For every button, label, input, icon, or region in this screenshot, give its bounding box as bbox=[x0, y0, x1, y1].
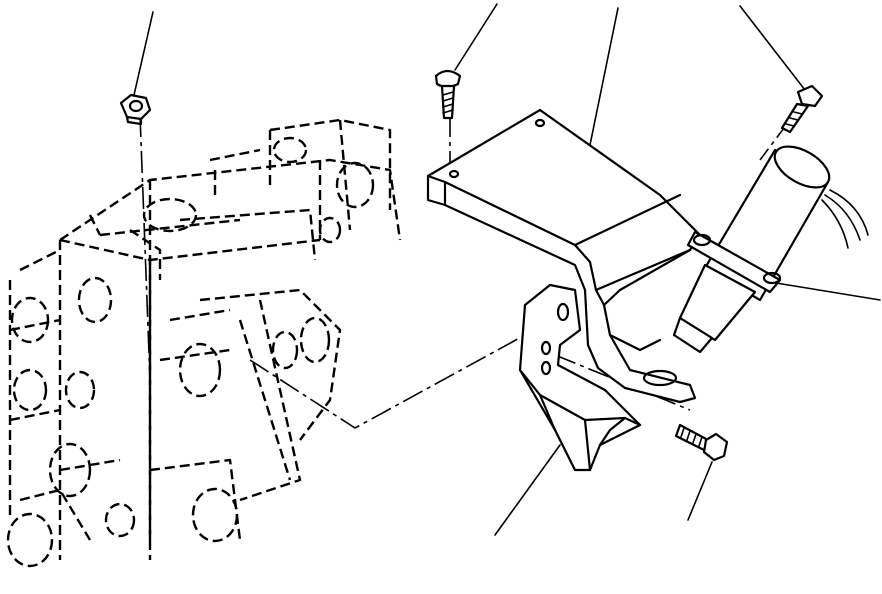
solenoid bbox=[672, 145, 869, 354]
leader-solenoid-screw bbox=[739, 5, 806, 91]
bracket-alignment-line bbox=[249, 334, 526, 429]
upper-bolt bbox=[434, 69, 462, 120]
leader-lower-bracket bbox=[494, 444, 561, 536]
leader-upper-bolt bbox=[454, 3, 498, 71]
leader-solenoid bbox=[769, 281, 881, 301]
leader-upper-bracket bbox=[589, 7, 619, 146]
leader-lower-bolt bbox=[687, 461, 713, 521]
callout-leaders bbox=[133, 3, 881, 536]
lower-bracket bbox=[518, 283, 642, 472]
lower-bolt bbox=[674, 423, 729, 462]
nut bbox=[119, 93, 152, 126]
nut-alignment-line bbox=[139, 114, 151, 381]
solenoid-screw bbox=[780, 84, 824, 134]
leader-nut bbox=[133, 11, 154, 96]
control-valve-housing bbox=[6, 118, 402, 568]
